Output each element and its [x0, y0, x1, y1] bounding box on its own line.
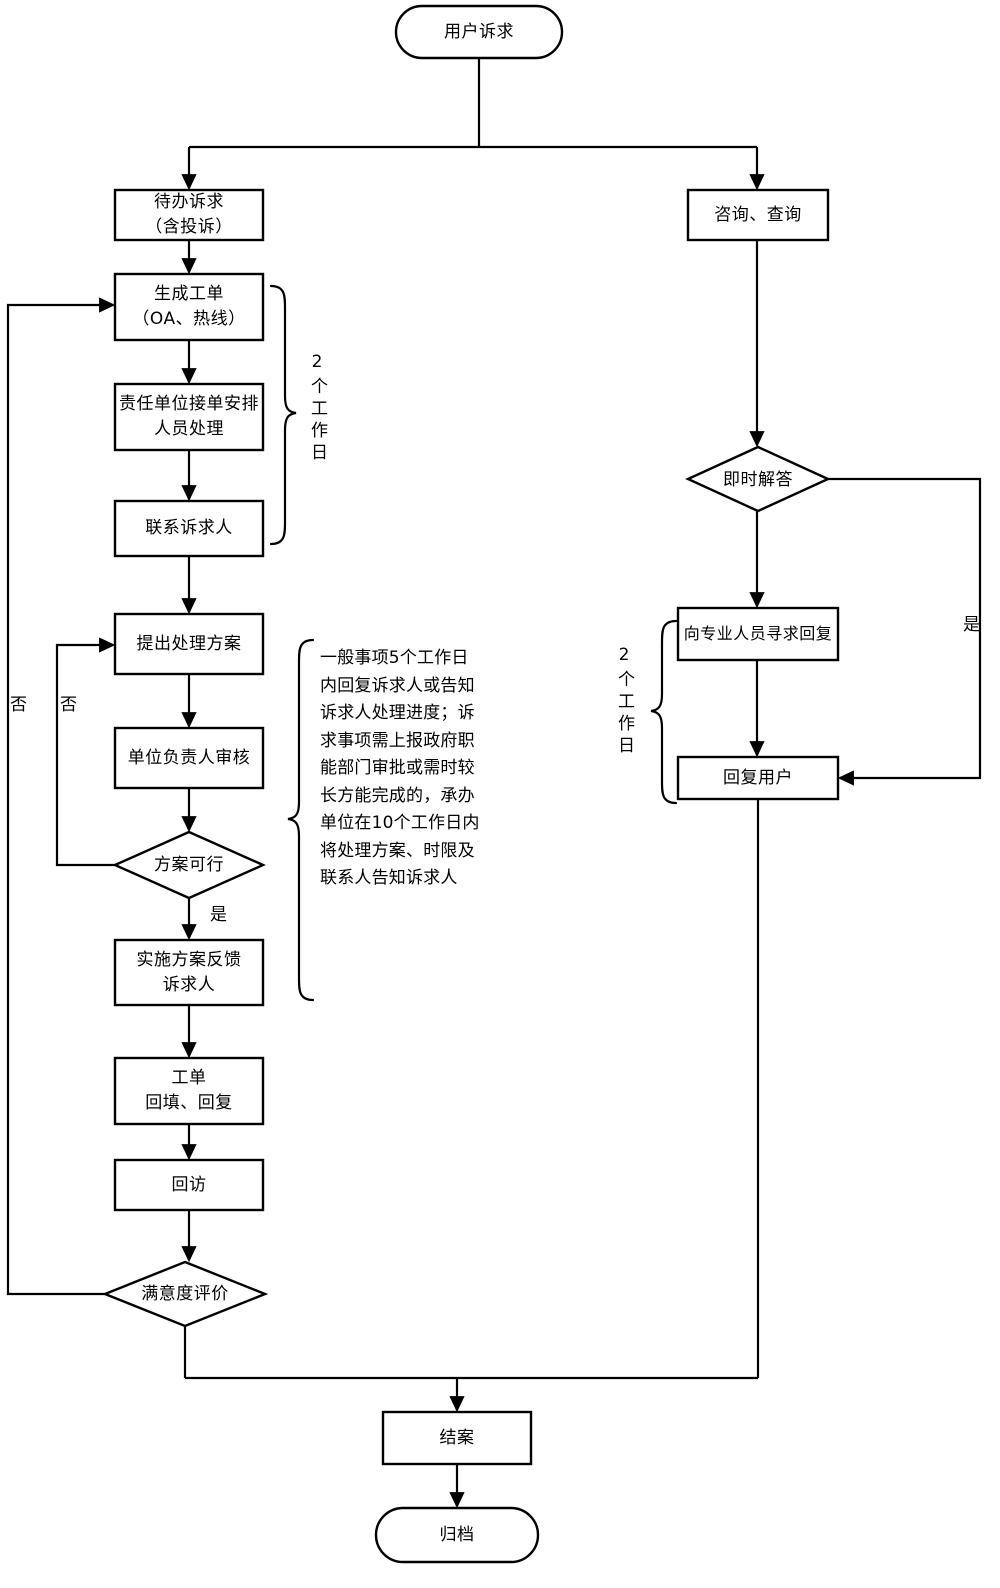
node-contact-person-shape — [113, 499, 265, 558]
node-propose-plan-shape — [113, 612, 265, 676]
bracket-left-sla — [269, 284, 297, 546]
node-archive-shape — [374, 1506, 540, 1564]
node-reply-user-shape — [676, 755, 840, 801]
node-ticket-fill-shape — [113, 1056, 265, 1126]
node-instant-answer-shape — [685, 445, 831, 513]
node-satisfaction-shape — [101, 1260, 269, 1328]
node-follow-up-shape — [113, 1158, 265, 1212]
note-processing-sla-text: 一般事项5个工作日内回复诉求人或告知诉求人处理进度；诉求事项需上报政府职能部门审… — [320, 648, 480, 889]
edge-label-no-inner: 否 — [60, 695, 78, 715]
node-ask-expert-shape — [676, 606, 840, 662]
bracket-note — [287, 638, 315, 1002]
edge-label-no-outer: 否 — [10, 695, 28, 715]
node-leader-review-shape — [113, 726, 265, 790]
node-pending-request-shape — [113, 188, 265, 242]
node-consult-query-shape — [686, 188, 830, 242]
bracket-left-sla-label: 2个工作日 — [307, 352, 327, 465]
node-close-case-shape — [381, 1410, 533, 1466]
node-plan-feasible-shape — [112, 830, 266, 900]
node-start-shape — [394, 4, 564, 60]
bracket-right-sla-label: 2个工作日 — [614, 645, 634, 758]
node-unit-accept-shape — [113, 382, 265, 452]
node-implement-feedback-shape — [113, 938, 265, 1007]
node-create-ticket-shape — [113, 272, 265, 342]
edge-label-yes-instant: 是 — [963, 615, 981, 635]
edge-label-yes-plan: 是 — [210, 905, 228, 925]
edge-instant-answer-yes-to-reply-user — [828, 477, 982, 786]
edge-satisfaction-no-loop — [6, 297, 116, 1296]
edge-feasible-no-loop — [55, 637, 116, 867]
bracket-right-sla — [650, 619, 678, 805]
